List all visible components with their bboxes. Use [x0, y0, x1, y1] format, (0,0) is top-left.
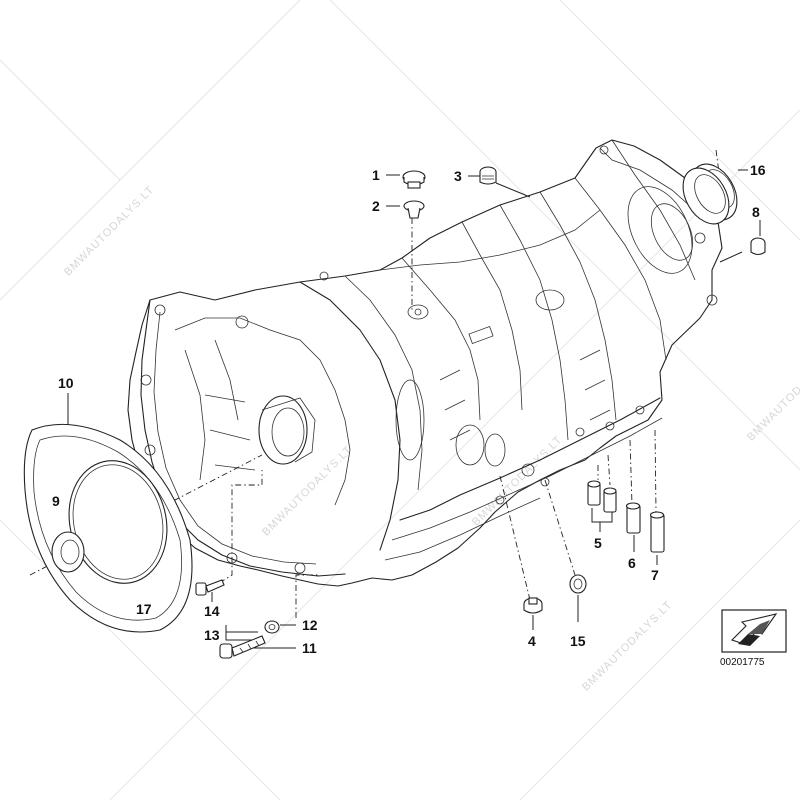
callout-12: 12 [302, 617, 318, 633]
callout-14: 14 [204, 603, 220, 619]
callout-11: 11 [302, 640, 317, 656]
callout-16: 16 [750, 162, 766, 178]
part-14-bolt [195, 579, 225, 596]
part-12-washer [264, 620, 280, 634]
callout-17: 17 [136, 601, 152, 617]
part-15-gasket-ring [569, 574, 587, 594]
part-8-screw-plug [750, 237, 766, 256]
callout-13: 13 [204, 627, 220, 643]
callout-3: 3 [454, 168, 462, 184]
callout-4: 4 [528, 633, 536, 649]
diagram-code: 00201775 [720, 657, 765, 668]
callout-6: 6 [628, 555, 636, 571]
part-16-shaft-seal [682, 163, 738, 225]
callout-5: 5 [594, 535, 602, 551]
view-arrow-icon [721, 609, 787, 653]
callout-labels: 1 2 3 4 5 6 7 8 9 10 11 12 13 14 15 16 1… [52, 162, 766, 656]
callout-10: 10 [58, 375, 74, 391]
part-4-drain-plug [523, 597, 543, 614]
callout-9: 9 [52, 493, 60, 509]
part-2-seal-ring [403, 200, 425, 219]
part-1-filler-plug [402, 170, 426, 189]
part-3-screw-plug [479, 166, 497, 185]
part-5-sleeves [587, 480, 617, 513]
part-11-bolt [219, 635, 266, 659]
callout-2: 2 [372, 198, 380, 214]
callout-1: 1 [372, 167, 380, 183]
callout-8: 8 [752, 204, 760, 220]
part-6-sleeve [625, 502, 641, 534]
part-7-sleeve [649, 511, 665, 553]
transmission-housing [127, 139, 723, 587]
callout-7: 7 [651, 567, 659, 583]
callout-15: 15 [570, 633, 586, 649]
part-10-cover-gasket [23, 423, 193, 633]
part-9-shaft-seal [51, 531, 85, 573]
